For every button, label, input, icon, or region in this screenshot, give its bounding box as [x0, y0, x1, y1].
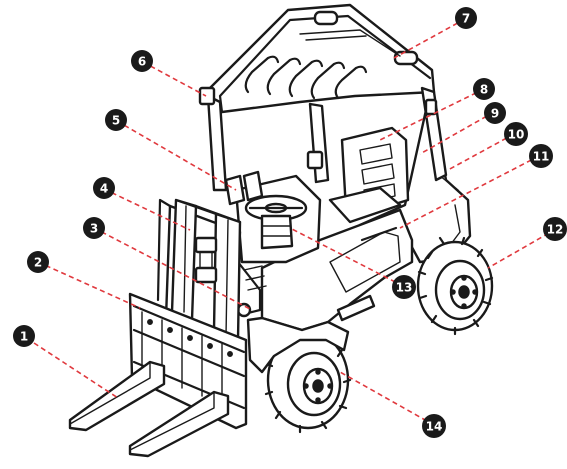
callout-2: 2: [27, 251, 49, 273]
callout-6: 6: [131, 50, 153, 72]
leader-line-2: [37, 261, 141, 309]
callout-10: 10: [504, 122, 528, 146]
callout-label: 1: [20, 330, 28, 344]
callout-14: 14: [422, 414, 446, 438]
front-wheel: [264, 328, 352, 434]
callout-11: 11: [529, 144, 553, 168]
callout-label: 3: [90, 222, 98, 236]
callout-5: 5: [105, 109, 127, 131]
callout-badges: 1 2 3 4 5 6 7 8: [13, 7, 567, 438]
callout-12: 12: [543, 217, 567, 241]
leader-line-4: [103, 188, 191, 231]
callout-label: 13: [396, 281, 413, 295]
leader-line-5: [116, 120, 237, 191]
rear-wheel: [416, 236, 494, 336]
callout-label: 5: [112, 114, 120, 128]
cab-roof: [206, 3, 436, 114]
callout-label: 14: [426, 420, 443, 434]
steering-column: [224, 170, 322, 318]
callout-label: 6: [138, 55, 146, 69]
leader-line-14: [339, 371, 435, 426]
front-skirt: [246, 316, 350, 374]
callout-9: 9: [484, 102, 506, 124]
leader-line-11: [399, 155, 540, 229]
callout-label: 10: [508, 128, 525, 142]
leader-line-7: [393, 18, 466, 59]
leader-line-12: [487, 228, 557, 269]
leader-line-1: [33, 342, 119, 399]
leader-line-6: [142, 61, 207, 97]
callout-label: 4: [100, 182, 108, 196]
leader-line-9: [419, 111, 495, 155]
cab-pillars: [198, 86, 448, 192]
callout-1: 1: [13, 325, 35, 347]
callout-8: 8: [473, 78, 495, 100]
callout-label: 9: [491, 107, 499, 121]
callout-label: 12: [547, 223, 564, 237]
leader-line-8: [379, 88, 485, 141]
callout-4: 4: [93, 177, 115, 199]
callout-13: 13: [392, 275, 416, 299]
leader-line-3: [93, 227, 253, 311]
leader-lines: [33, 18, 557, 426]
callout-3: 3: [83, 217, 105, 239]
callout-label: 8: [480, 83, 488, 97]
callout-7: 7: [455, 7, 477, 29]
leader-line-13: [289, 227, 404, 287]
callout-label: 11: [533, 150, 550, 164]
seat: [328, 126, 410, 224]
callout-label: 7: [462, 12, 470, 26]
forks: [68, 360, 230, 458]
leader-line-10: [447, 133, 515, 171]
callout-label: 2: [34, 256, 42, 270]
